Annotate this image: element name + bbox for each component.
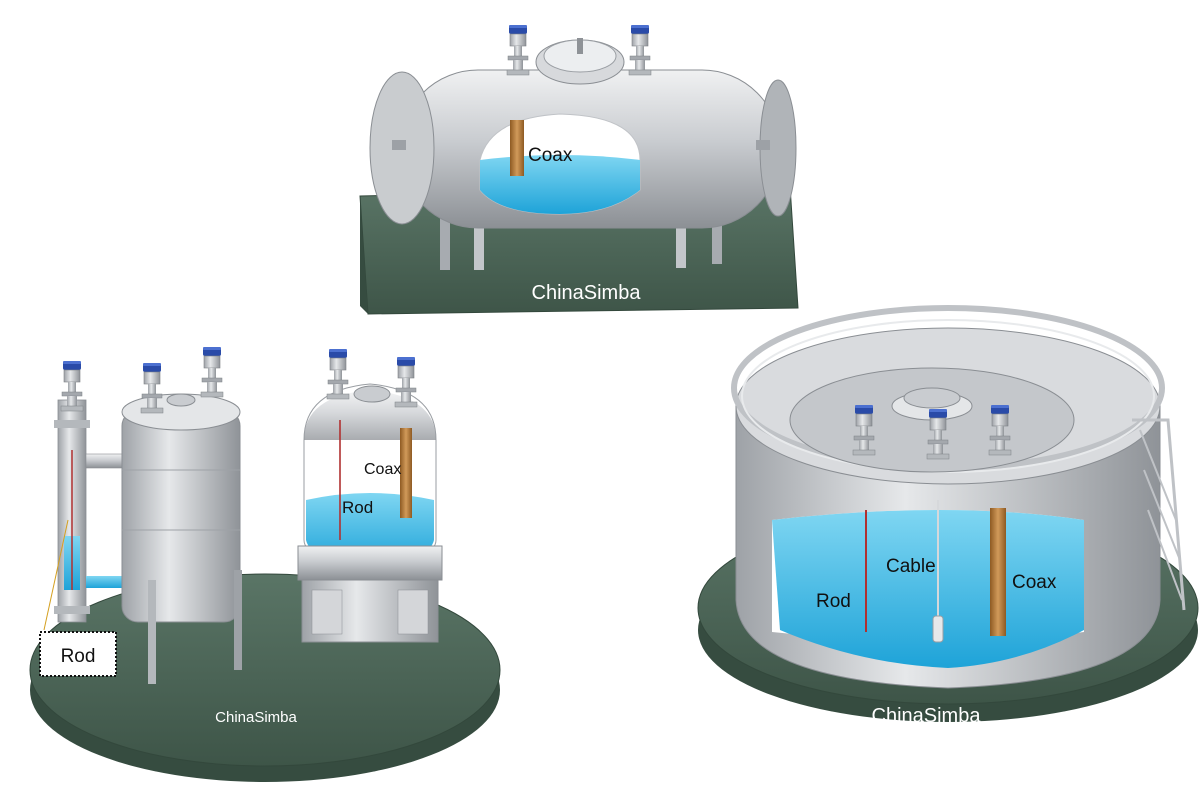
coax-probe-left [400, 428, 412, 518]
bypass-rod-label: Rod [61, 646, 96, 667]
horizontal-tank-scene: Coax ChinaSimba [359, 24, 799, 315]
bypass-rod-callout [39, 631, 117, 677]
coax-label-top: Coax [528, 145, 573, 166]
vertical-tanks-scene: Rod Coax Rod ChinaSimba [29, 346, 501, 782]
round-tank-scene: Rod Cable Coax ChinaSimba [697, 305, 1199, 727]
rod-label-right: Rod [816, 591, 851, 612]
radar-transmitter-icon [200, 346, 224, 398]
coax-probe-top [510, 120, 524, 176]
brand-label-left: ChinaSimba [215, 709, 297, 726]
radar-transmitter-icon [628, 24, 652, 76]
coax-label-left: Coax [364, 461, 401, 478]
coax-probe-right [990, 508, 1006, 636]
brand-label-top: ChinaSimba [532, 282, 642, 304]
rod-label-left: Rod [342, 498, 373, 517]
cable-label: Cable [886, 556, 936, 577]
brand-label-right: ChinaSimba [872, 705, 982, 727]
radar-transmitter-icon [506, 24, 530, 76]
coax-label-right: Coax [1012, 572, 1057, 593]
